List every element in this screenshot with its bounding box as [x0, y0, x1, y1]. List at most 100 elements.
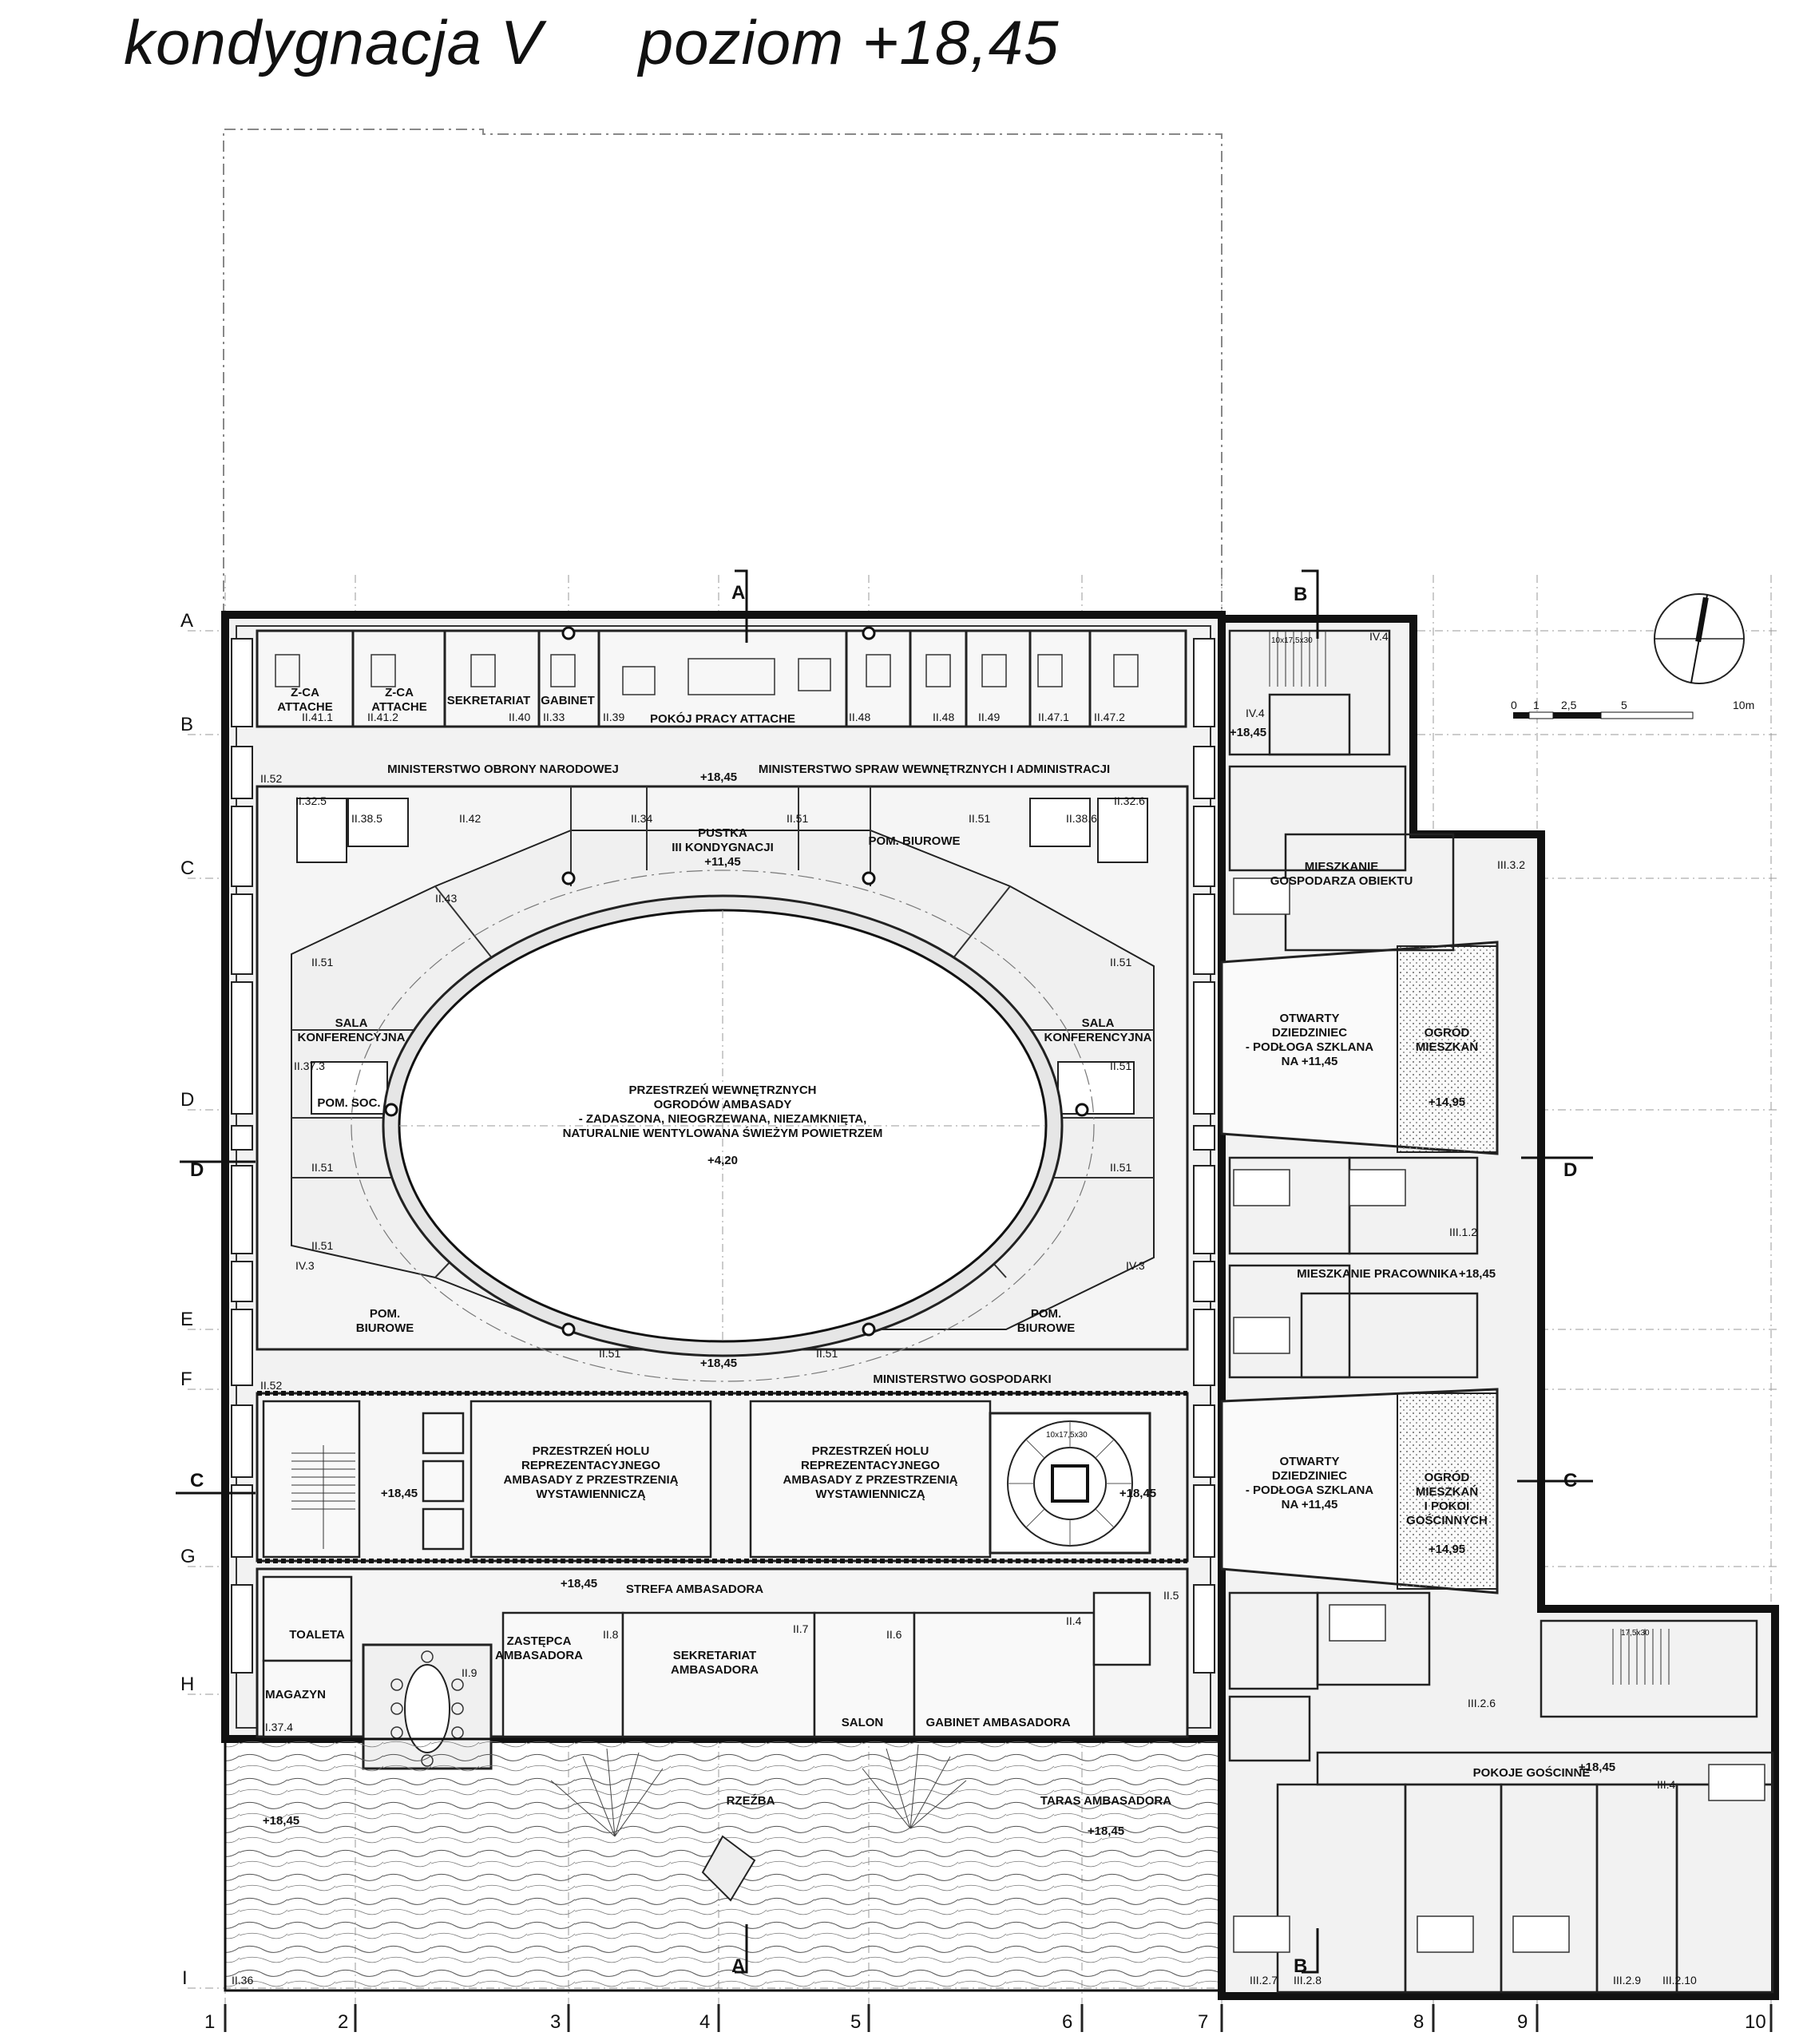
level-mark: +18,45 — [1459, 1267, 1496, 1281]
office-furniture — [275, 654, 1139, 695]
north-arrow — [1654, 593, 1745, 684]
grid-label-row: F — [180, 1369, 192, 1390]
grid-label-row: H — [180, 1674, 194, 1695]
room-code: III.4 — [1657, 1778, 1676, 1791]
room-code: II.38.6 — [1066, 812, 1097, 825]
section-label-c: C — [1563, 1470, 1577, 1491]
room-code: II.52 — [260, 1379, 282, 1392]
top-offices — [256, 629, 1187, 728]
room-code: II.52 — [260, 772, 282, 785]
room-label: POM.BIUROWE — [356, 1307, 414, 1335]
scale-label: 0 — [1511, 699, 1517, 711]
room-code: II.51 — [787, 812, 808, 825]
room-label: MINISTERSTWO GOSPODARKI — [873, 1373, 1051, 1386]
room-code: IV.3 — [1126, 1259, 1145, 1272]
room-code: III.2.10 — [1662, 1974, 1697, 1987]
hall-rooms — [262, 1400, 992, 1559]
room-label: GABINET AMBASADORA — [925, 1716, 1070, 1729]
room-code: IV.4 — [1369, 630, 1389, 643]
room-code: II.51 — [969, 812, 990, 825]
stair-mark: 17,5x30 — [1621, 1629, 1650, 1638]
section-label-d: D — [190, 1159, 204, 1181]
grid-label-row: G — [180, 1546, 196, 1567]
grid-row-labels: A B C D E F G H I — [180, 610, 196, 1989]
room-code: II.51 — [311, 956, 333, 969]
room-label: STREFA AMBASADORA — [626, 1583, 763, 1596]
section-label-b: B — [1294, 584, 1307, 605]
grid-label-col: 4 — [699, 2011, 710, 2033]
room-label: +14,95 — [1429, 1095, 1465, 1109]
stair-mark: 10x17,5x30 — [1046, 1431, 1088, 1440]
grid-label-col: 1 — [204, 2011, 215, 2033]
atrium-path — [351, 869, 1095, 1382]
level-mark: +18,45 — [700, 1357, 737, 1370]
room-code: II.32.5 — [295, 794, 327, 807]
facade-windows-left — [231, 638, 253, 1674]
room-code: III.1.2 — [1449, 1226, 1477, 1238]
grid-label-row: A — [180, 610, 193, 632]
section-label-c: C — [190, 1470, 204, 1491]
grid-col-labels: 1 2 3 4 5 6 7 8 9 10 — [204, 2011, 1766, 2033]
grid-label-row: D — [180, 1089, 194, 1111]
level-name: kondygnacja V — [124, 7, 543, 77]
room-code: II.48 — [933, 711, 954, 723]
garden-2 — [1397, 1392, 1498, 1590]
section-label-d: D — [1563, 1159, 1577, 1181]
room-code: II.40 — [509, 711, 530, 723]
scale-label: 1 — [1533, 699, 1540, 711]
room-label: MAGAZYN — [265, 1688, 326, 1701]
scale-label: 2,5 — [1561, 699, 1577, 711]
grid-label-col: 9 — [1517, 2011, 1528, 2033]
room-code: II.51 — [816, 1347, 838, 1360]
room-label: +14,95 — [1429, 1543, 1465, 1556]
stair-left — [291, 1445, 355, 1549]
grid-label-row: I — [182, 1967, 188, 1989]
room-label: MINISTERSTWO OBRONY NARODOWEJ — [387, 763, 619, 776]
grid-label-row: B — [180, 714, 193, 735]
wc-cores — [296, 798, 1148, 1115]
grid-col-ticks — [224, 2004, 1773, 2032]
stair-east — [1269, 631, 1670, 1685]
room-label: POKÓJ PRACY ATTACHE — [650, 711, 795, 726]
east-wing-slab — [1218, 615, 1779, 2000]
room-label: POM.BIUROWE — [1017, 1307, 1076, 1335]
scale-bar: 0 1 2,5 5 10m — [1511, 699, 1754, 719]
room-code: II.51 — [311, 1239, 333, 1252]
room-code: II.8 — [603, 1628, 619, 1641]
room-code: III.2.8 — [1294, 1974, 1322, 1987]
room-label: POM. BIUROWE — [869, 834, 961, 848]
level-mark: +18,45 — [1088, 1824, 1124, 1838]
level-mark: +18,45 — [263, 1814, 299, 1828]
room-label: TOALETA — [289, 1628, 345, 1642]
level-mark: +18,45 — [1579, 1761, 1615, 1774]
room-code: II.38.5 — [351, 812, 382, 825]
room-code: II.37.4 — [262, 1721, 293, 1733]
section-label-a: A — [731, 1955, 745, 1977]
room-code: II.33 — [543, 711, 565, 723]
garden-1 — [1397, 945, 1498, 1153]
level-mark: +18,45 — [381, 1487, 418, 1500]
room-code: III.2.7 — [1250, 1974, 1278, 1987]
room-code: II.51 — [311, 1161, 333, 1174]
level-marks: +18,45 +18,45 +18,45 +18,45 +18,45 +18,4… — [263, 726, 1615, 1838]
level-mark: +18,45 — [561, 1577, 597, 1590]
level-mark: +18,45 — [1119, 1487, 1156, 1500]
section-lines — [176, 569, 1593, 1974]
section-label-a: A — [731, 582, 745, 604]
grid-label-col: 8 — [1413, 2011, 1424, 2033]
room-label: SEKRETARIAT — [447, 694, 530, 707]
terrace-plants — [550, 1744, 967, 1837]
room-code: II.51 — [1110, 1060, 1131, 1072]
room-code: II.51 — [1110, 1161, 1131, 1174]
room-code: II.32.6 — [1114, 794, 1145, 807]
scale-label: 5 — [1621, 699, 1627, 711]
room-label: RZEŹBA — [727, 1794, 775, 1808]
room-label: TARAS AMBASADORA — [1040, 1794, 1171, 1808]
